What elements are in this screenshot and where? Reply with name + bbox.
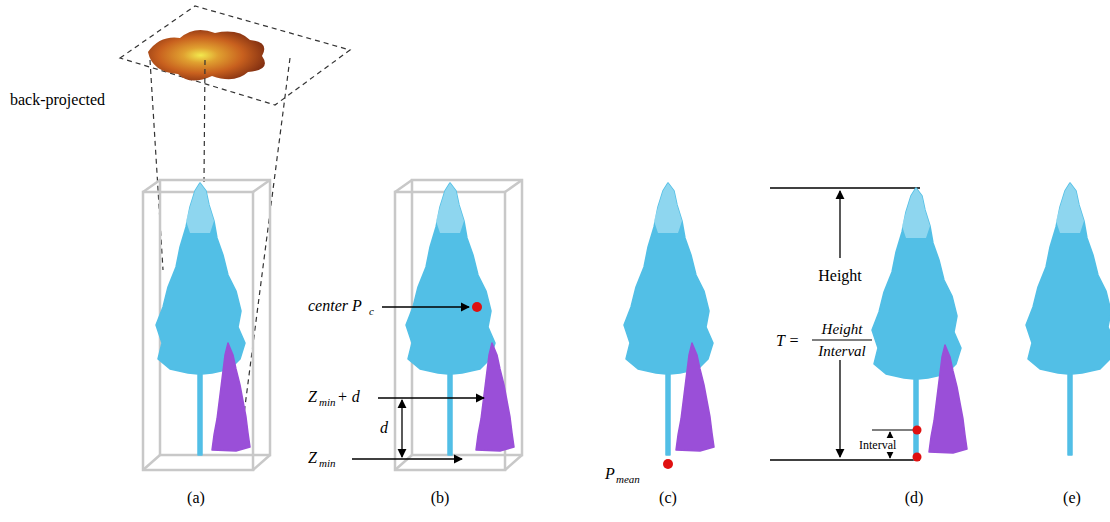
illustration-part — [120, 6, 350, 105]
annotation: back-projected — [10, 92, 105, 108]
illustration-part — [382, 306, 469, 307]
panel-a — [120, 6, 350, 470]
illustration-part — [676, 343, 714, 451]
illustration-part — [839, 191, 840, 258]
illustration-part — [240, 58, 290, 445]
subscript: min — [319, 397, 336, 408]
panel-d — [770, 188, 967, 462]
illustration-part — [663, 459, 673, 469]
illustration-part — [476, 343, 514, 451]
illustration-part — [395, 180, 412, 192]
illustration-part — [395, 180, 522, 470]
panel-label: (c) — [659, 490, 677, 506]
math-label: Interval — [818, 344, 865, 359]
math-label: + d — [337, 389, 360, 405]
dimension-label: d — [380, 420, 388, 436]
illustration-part — [395, 455, 412, 470]
illustration-part — [812, 339, 872, 340]
illustration-part — [929, 345, 967, 453]
math-label: Z — [308, 389, 317, 405]
math-label: Z — [308, 450, 317, 466]
panel-label: (a) — [187, 490, 205, 506]
illustration-part — [913, 453, 922, 462]
illustration-part — [913, 426, 922, 435]
illustration-part — [378, 397, 484, 398]
illustration-part — [204, 60, 205, 182]
illustration-part — [148, 30, 265, 81]
math-label: P — [605, 466, 615, 482]
illustration-part — [770, 187, 920, 188]
illustration-part — [872, 429, 914, 430]
panel-e — [1026, 183, 1110, 455]
dimension-label: Interval — [857, 438, 898, 452]
panel-label: (b) — [431, 490, 450, 506]
illustration-part — [253, 180, 270, 192]
illustration-part — [505, 455, 522, 470]
illustration-part — [472, 302, 482, 312]
subscript: c — [369, 306, 374, 317]
illustration-part — [253, 455, 270, 470]
panel-b — [352, 180, 522, 470]
math-label: center P — [308, 298, 362, 314]
illustration-part — [505, 180, 522, 192]
panel-label: (e) — [1063, 490, 1081, 506]
subscript: mean — [616, 474, 640, 485]
illustration-part — [143, 455, 160, 470]
illustration-part — [143, 180, 160, 192]
math-label: Height — [822, 322, 863, 337]
illustration-part — [770, 459, 920, 460]
illustration-part — [1026, 183, 1110, 455]
illustration-part — [352, 458, 462, 459]
illustration-part — [143, 180, 270, 470]
illustration-part — [401, 400, 402, 457]
dimension-label: Height — [816, 267, 864, 285]
panel-label: (d) — [905, 490, 924, 506]
math-label: T = — [776, 333, 799, 349]
illustration-part — [839, 360, 840, 457]
illustration-part — [212, 343, 250, 451]
illustration-part — [624, 183, 713, 455]
subscript: min — [319, 458, 336, 469]
panel-c — [624, 183, 714, 469]
